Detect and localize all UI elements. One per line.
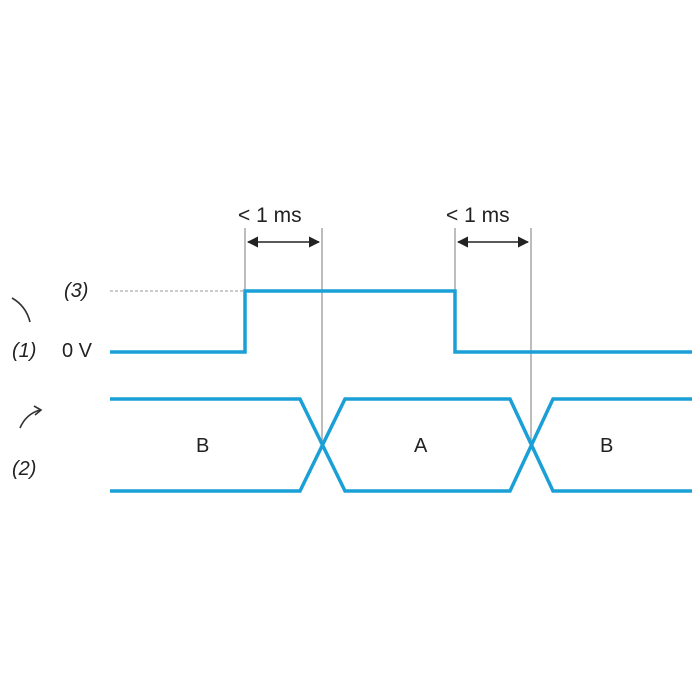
curved-arrow-head-2 — [33, 405, 43, 416]
ref-label-3: (3) — [64, 280, 89, 302]
curved-arrow-icon-1 — [11, 297, 31, 323]
timing-label-2: < 1 ms — [446, 204, 510, 227]
voltage-label: 0 V — [62, 340, 93, 362]
ref-label-2: (2) — [12, 458, 37, 480]
signal-waveform-1 — [110, 289, 692, 354]
timing-label-1: < 1 ms — [238, 204, 302, 227]
bus-state-b-left: B — [196, 435, 210, 457]
curved-arrow-icon-2 — [19, 409, 41, 429]
bus-waveform-lower — [110, 397, 692, 493]
bus-waveform-upper — [110, 397, 692, 493]
ref-label-1: (1) — [12, 340, 37, 362]
bus-state-a: A — [414, 435, 428, 457]
bus-state-b-right: B — [600, 435, 614, 457]
